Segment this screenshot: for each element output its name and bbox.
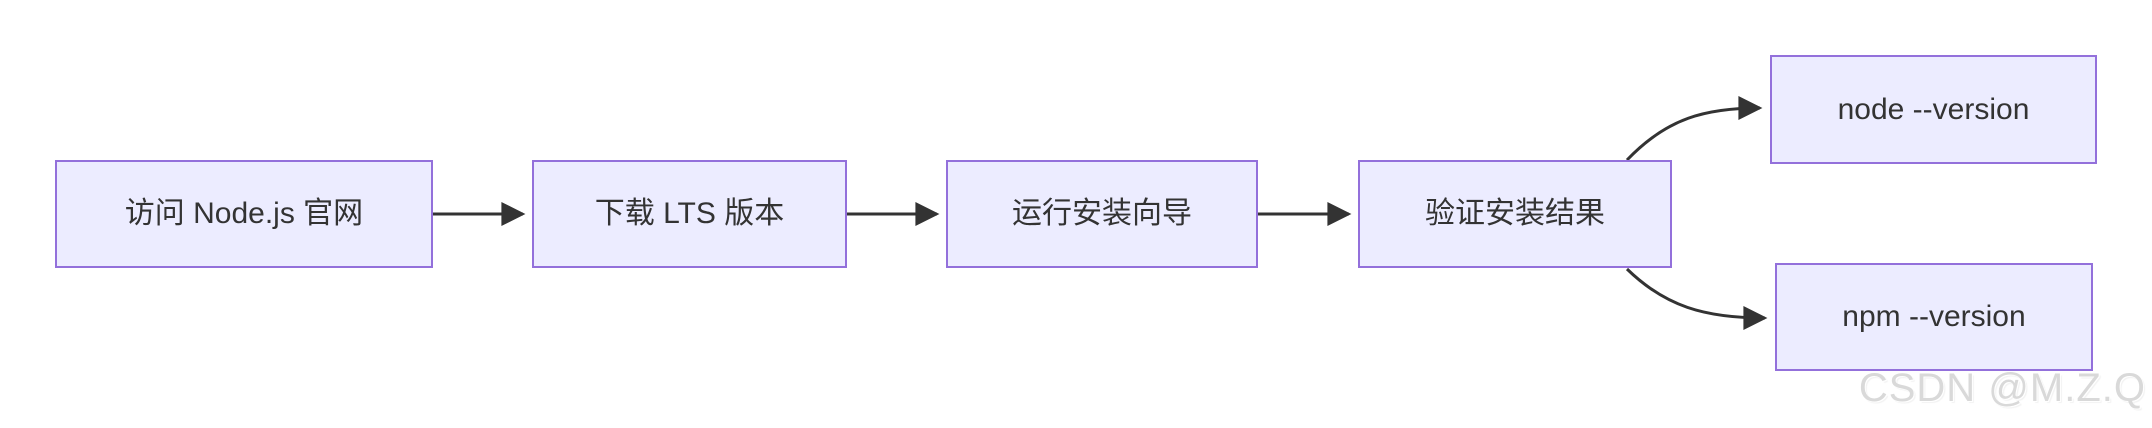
node-run-installer: 运行安装向导 <box>946 160 1258 268</box>
node-run-installer-label: 运行安装向导 <box>1012 197 1192 230</box>
edge-verify-to-node-version <box>1625 96 1763 162</box>
node-verify-install: 验证安装结果 <box>1358 160 1672 268</box>
node-npm-version-label: npm --version <box>1842 300 2026 333</box>
node-node-version: node --version <box>1770 55 2097 164</box>
csdn-watermark: CSDN @M.Z.Q <box>1858 366 2146 410</box>
node-verify-install-label: 验证安装结果 <box>1425 197 1605 230</box>
node-visit-site-label: 访问 Node.js 官网 <box>124 197 364 230</box>
node-download-lts: 下载 LTS 版本 <box>532 160 847 268</box>
node-npm-version: npm --version <box>1775 263 2093 371</box>
node-download-lts-label: 下载 LTS 版本 <box>594 197 785 230</box>
node-visit-site: 访问 Node.js 官网 <box>55 160 433 268</box>
node-node-version-label: node --version <box>1837 92 2030 126</box>
edge-verify-to-npm-version <box>1625 267 1768 330</box>
